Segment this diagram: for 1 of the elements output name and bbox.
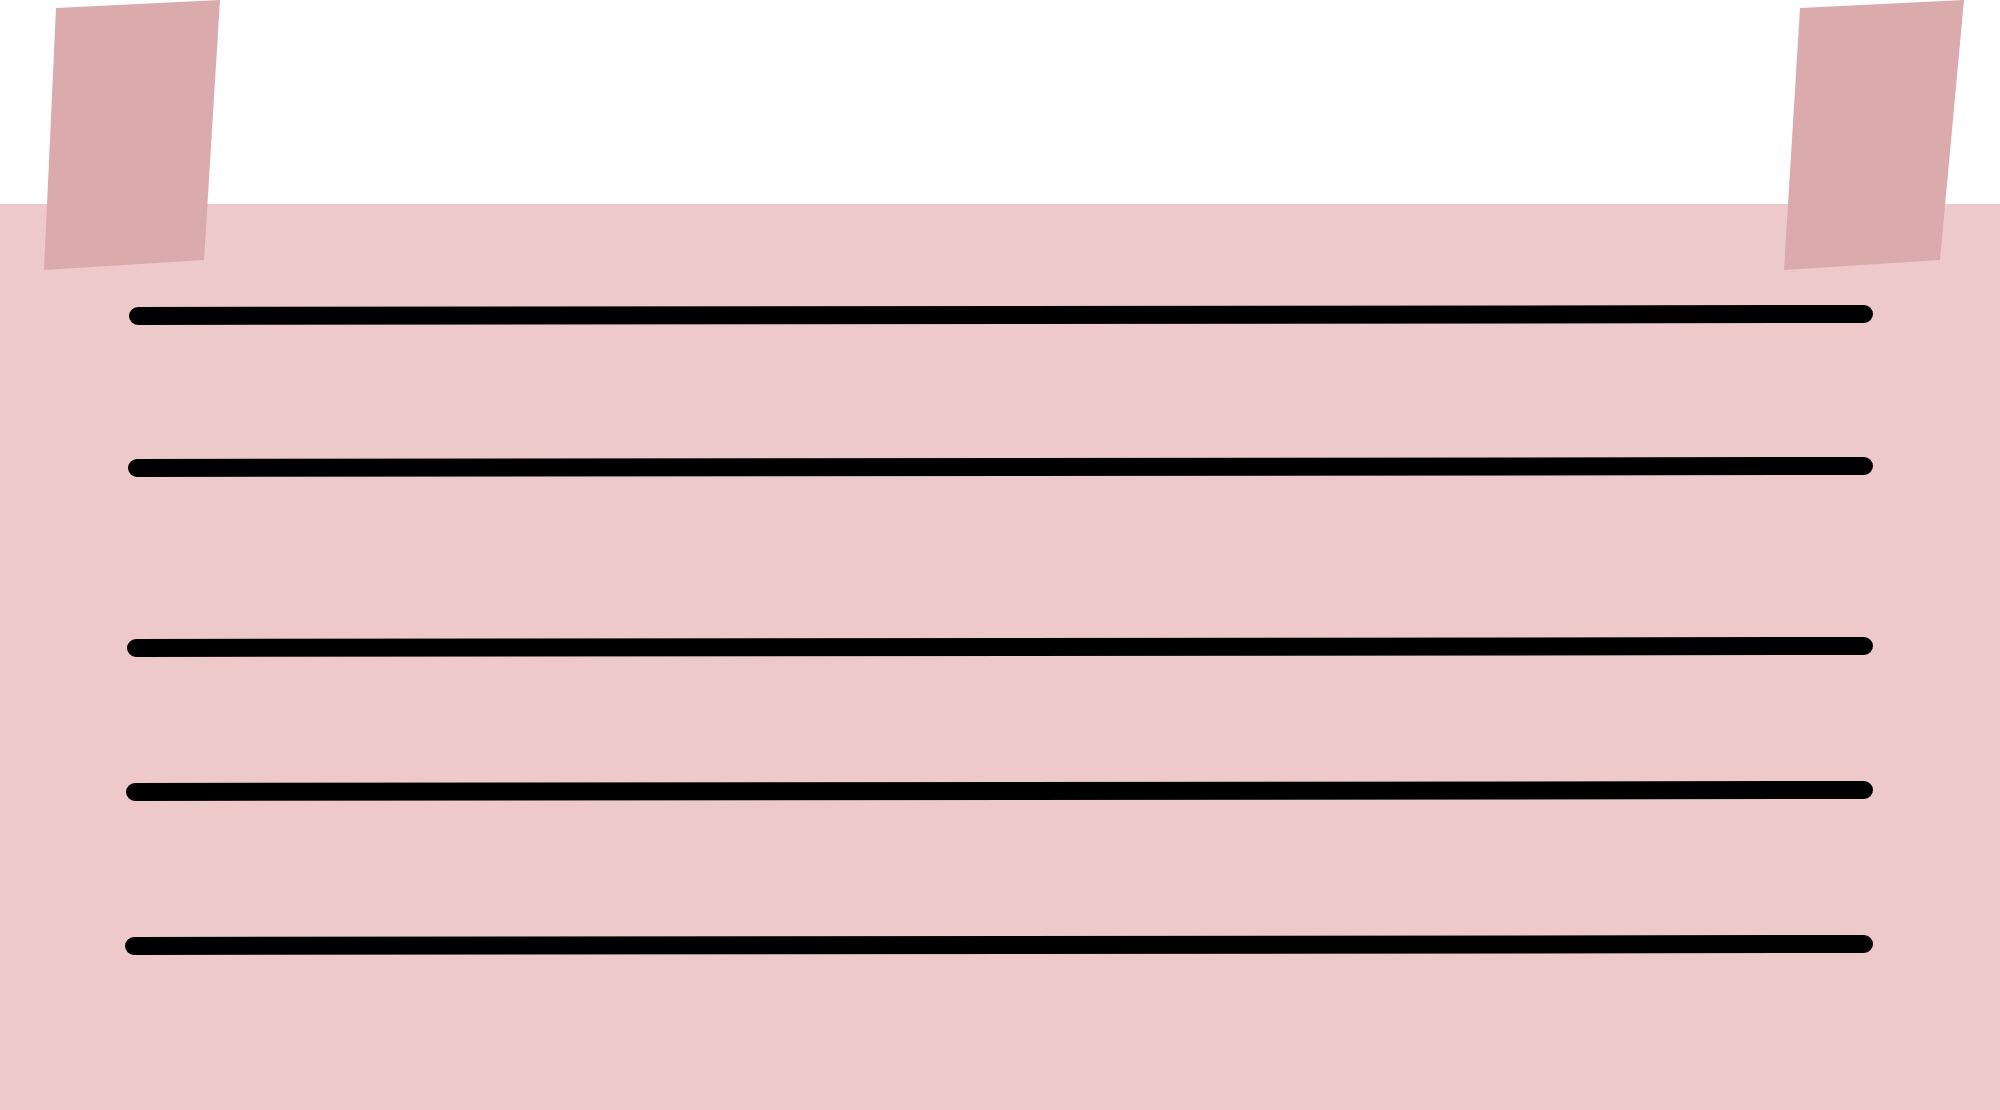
- note-paper: [0, 204, 2000, 1110]
